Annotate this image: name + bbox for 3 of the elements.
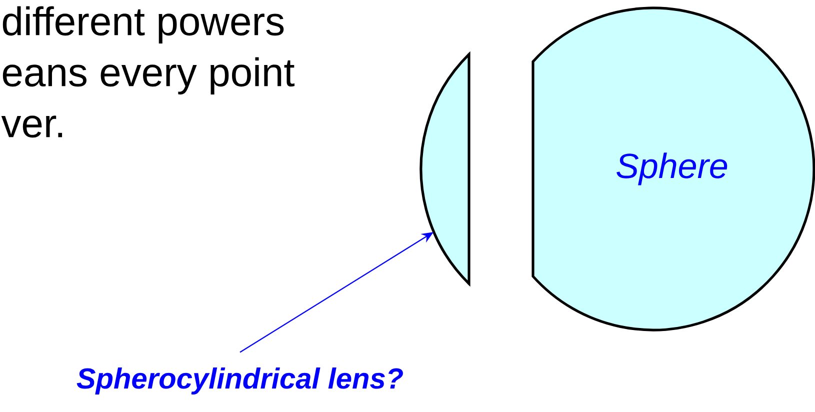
callout-text: Spherocylindrical lens? — [76, 367, 403, 394]
body-text: different powers eans every point ver. — [1, 6, 294, 138]
lens-cap-shape — [420, 53, 470, 285]
